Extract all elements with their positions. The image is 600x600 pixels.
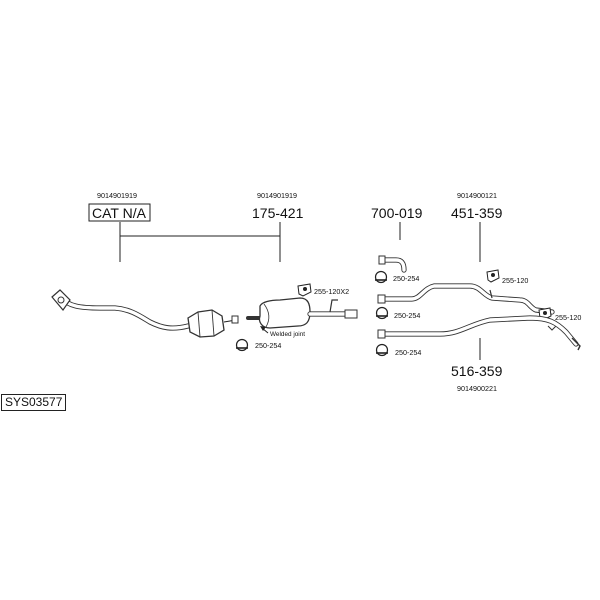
clamp-b-label: 250-254 (393, 274, 419, 283)
hanger-b-label: 255-120 (502, 276, 528, 285)
rubber-hanger-icon-b (486, 269, 500, 283)
catalytic-converter (187, 309, 239, 338)
p451-part-label: 451-359 (451, 205, 503, 221)
hanger-bracket (547, 325, 557, 331)
p175-part-label: 175-421 (252, 205, 304, 221)
cat-label-box (88, 203, 151, 222)
cat-oem-number: 9014901919 (97, 191, 137, 200)
welded-joint-arrow (260, 326, 269, 334)
system-code: SYS03577 (1, 394, 67, 411)
clamp-icon-d (375, 343, 389, 357)
clamp-c-label: 250-254 (394, 311, 420, 320)
connecting-pipe-700-019 (378, 255, 407, 273)
clamp-icon-c (375, 306, 389, 320)
right-leader-lines (399, 222, 481, 360)
front-pipe (51, 289, 191, 331)
p516-part-label: 516-359 (451, 363, 503, 379)
left-leader-lines (119, 222, 281, 262)
hanger-c-label: 255-120 (555, 313, 581, 322)
clamp-d-label: 250-254 (395, 348, 421, 357)
p175-oem-number: 9014901919 (257, 191, 297, 200)
clamp-a-label: 250-254 (255, 341, 281, 350)
tail-pipe-516-359 (377, 315, 581, 351)
welded-joint-label: Welded joint (270, 331, 305, 338)
clamp-icon (235, 338, 249, 352)
rear-pipe-451-359 (377, 283, 555, 315)
clamp-icon-b (374, 270, 388, 284)
p451-oem-number: 9014900121 (457, 191, 497, 200)
hanger-x2-label: 255-120X2 (314, 287, 349, 296)
p700-part-label: 700-019 (371, 205, 423, 221)
p516-oem-number: 9014900221 (457, 384, 497, 393)
middle-silencer (246, 297, 358, 329)
cat-part-label: CAT N/A (92, 205, 147, 221)
rubber-hanger-icon (297, 283, 312, 297)
